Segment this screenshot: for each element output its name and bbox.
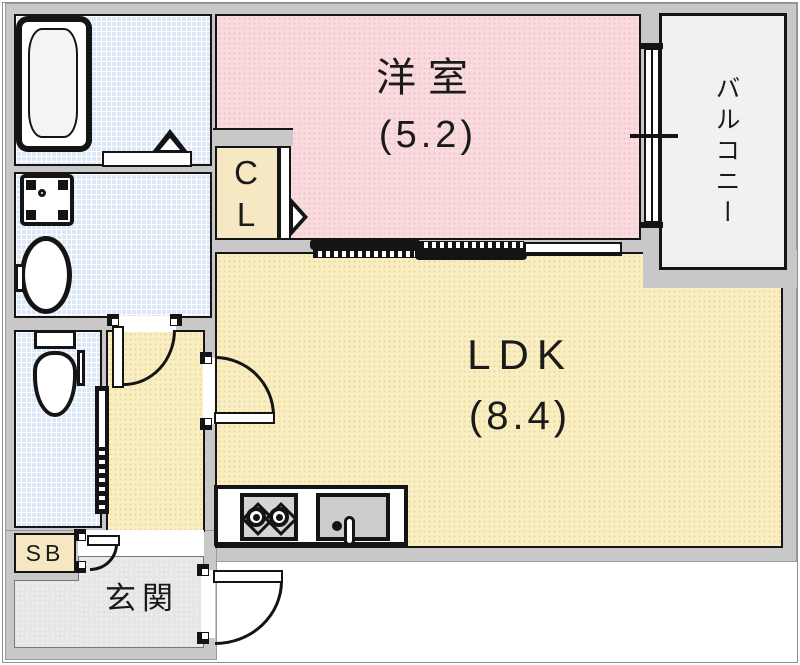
sink-faucet-icon	[344, 516, 355, 546]
shoe-box-text: SB	[25, 539, 65, 566]
washing-machine-pan-icon	[20, 174, 74, 226]
ldk-label: LDK	[420, 330, 620, 380]
closet-door	[279, 146, 291, 240]
balcony-floor	[659, 13, 787, 270]
washroom-door-gap	[112, 316, 176, 332]
pan-corner	[26, 180, 36, 190]
stove-burner-icon	[269, 507, 289, 527]
room-sliding-door	[310, 239, 420, 250]
toilet-handle	[77, 350, 85, 386]
stove-burner-icon	[246, 507, 266, 527]
entrance-label: 玄関	[80, 574, 204, 616]
balcony-label: バルコニー	[700, 52, 744, 252]
ldk-door	[214, 412, 275, 424]
door-hinge	[200, 418, 212, 430]
toilet-tank	[34, 330, 76, 349]
toilet-icon	[33, 330, 85, 420]
closet-label: C L	[215, 152, 277, 236]
closet-door-arrow-inner	[293, 206, 303, 228]
bathroom-folding-door	[102, 151, 192, 167]
ldk-text: LDK	[467, 331, 573, 378]
room-sliding-panel	[524, 242, 622, 256]
pan-drain	[38, 189, 46, 197]
western-room-text: 洋室	[376, 56, 480, 100]
door-hinge	[197, 632, 209, 644]
door-hinge	[74, 561, 86, 573]
main-door-gap	[201, 570, 215, 638]
washbasin-icon	[20, 236, 72, 314]
pan-corner	[58, 180, 68, 190]
bathtub-inner	[28, 28, 78, 138]
shoe-box-label: SB	[14, 538, 76, 568]
western-room-label: 洋室	[298, 50, 558, 100]
gas-stove-icon	[240, 493, 298, 541]
window-center-tick	[630, 134, 678, 138]
ldk-area: (8.4)	[420, 390, 620, 442]
sliding-track	[99, 451, 105, 511]
hall-step-strip	[104, 534, 203, 556]
shoe-box	[14, 533, 76, 573]
shoe-box-door	[87, 535, 120, 546]
entrance-door	[213, 570, 283, 583]
western-room-area: (5.2)	[298, 110, 558, 160]
entrance-text: 玄関	[105, 580, 179, 616]
window-cap	[641, 43, 663, 49]
washroom-door	[112, 326, 124, 388]
balcony-text: バルコニー	[712, 74, 740, 230]
door-hinge	[197, 564, 209, 576]
closet-line1: C	[234, 154, 258, 191]
sliding-panel	[99, 391, 105, 447]
entrance-floor	[78, 556, 204, 648]
door-hinge	[74, 529, 86, 541]
room-sliding-door	[415, 249, 527, 260]
closet-box	[215, 146, 279, 240]
door-hinge	[170, 314, 182, 326]
western-room-area-text: (5.2)	[378, 113, 478, 156]
toilet-bowl	[33, 351, 77, 417]
ldk-door-gap	[203, 358, 215, 424]
toilet-sliding-door	[95, 386, 109, 514]
pan-corner	[26, 210, 36, 220]
ldk-area-text: (8.4)	[468, 393, 572, 438]
closet-line2: L	[236, 196, 256, 233]
washbasin-faucet	[15, 264, 25, 292]
sink-drain	[332, 521, 342, 531]
bathtub-icon	[16, 16, 92, 152]
room-sliding-track	[419, 241, 524, 249]
pan-corner	[58, 210, 68, 220]
entrance-floor-lower	[14, 580, 79, 648]
door-hinge	[200, 352, 212, 364]
door-hinge	[107, 314, 119, 326]
closet-top-wall	[213, 128, 293, 146]
window-cap	[641, 222, 663, 228]
